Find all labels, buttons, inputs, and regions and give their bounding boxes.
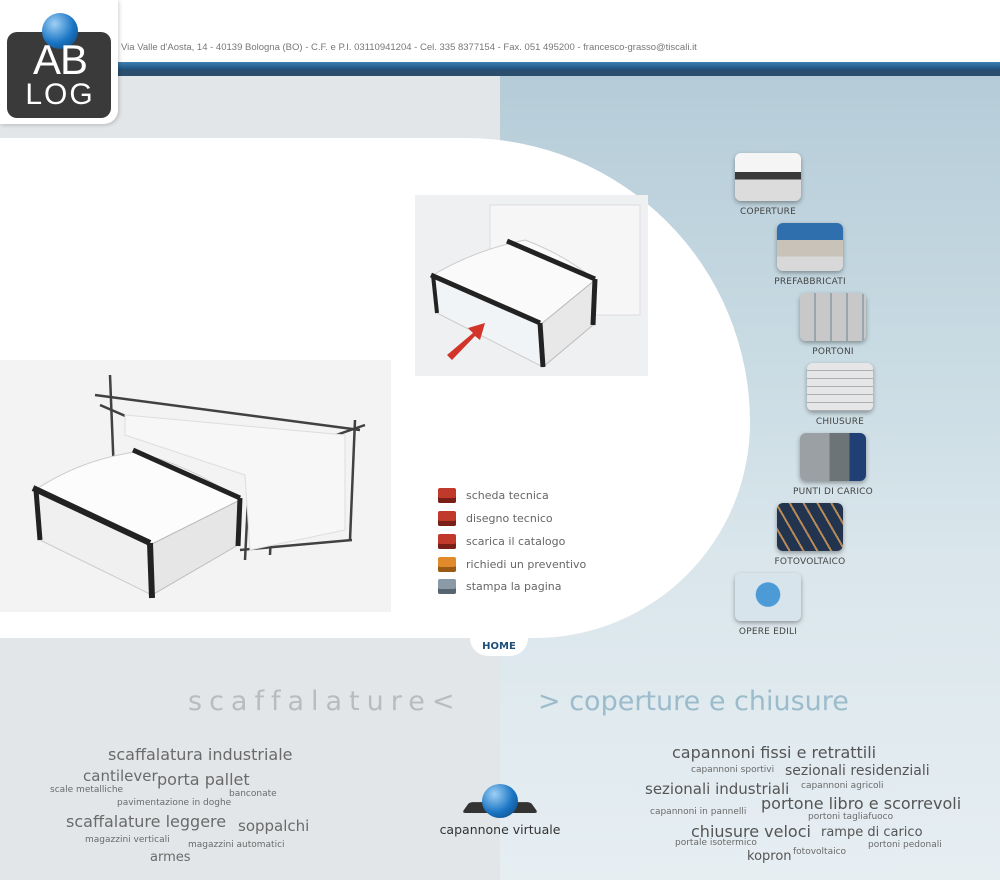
tag-link[interactable]: fotovoltaico <box>793 847 847 857</box>
download-icon <box>438 533 456 549</box>
coperture-thumbnail <box>735 153 801 201</box>
tag-link[interactable]: magazzini automatici <box>188 840 285 850</box>
nav-label: PORTONI <box>812 347 854 357</box>
logo-text-top: AB <box>32 36 88 83</box>
link-label: disegno tecnico <box>466 511 553 525</box>
tag-link[interactable]: capannoni fissi e retrattili <box>672 743 877 762</box>
opere-edili-thumbnail <box>735 573 801 621</box>
portoni-thumbnail <box>800 293 866 341</box>
fotovoltaico-thumbnail <box>777 503 843 551</box>
tag-link[interactable]: kopron <box>747 849 792 864</box>
nav-opere-edili[interactable]: OPERE EDILI <box>693 573 843 637</box>
capannone-globe-icon[interactable] <box>482 784 518 818</box>
link-scarica-catalogo[interactable]: scarica il catalogo <box>438 532 565 550</box>
link-label: scarica il catalogo <box>466 534 566 548</box>
tag-link[interactable]: scaffalatura industriale <box>108 745 293 764</box>
nav-label: PUNTI DI CARICO <box>793 487 873 497</box>
nav-label: COPERTURE <box>740 207 796 217</box>
punti-di-carico-thumbnail <box>800 433 866 481</box>
document-icon <box>438 487 456 503</box>
tag-link[interactable]: capannoni agricoli <box>801 781 884 791</box>
tag-link[interactable]: cantilever <box>83 767 158 785</box>
nav-label: CHIUSURE <box>815 417 865 427</box>
capannone-virtuale-link[interactable]: capannone virtuale <box>439 822 561 837</box>
drawing-icon <box>438 510 456 526</box>
logo[interactable]: AB LOG <box>0 0 118 124</box>
link-label: stampa la pagina <box>466 579 562 593</box>
tag-link[interactable]: chiusure veloci <box>691 822 811 841</box>
tag-link[interactable]: portale isotermico <box>675 838 757 848</box>
tag-link[interactable]: soppalchi <box>238 817 310 835</box>
link-label: richiedi un preventivo <box>466 557 587 571</box>
tag-link[interactable]: magazzini verticali <box>85 835 170 845</box>
tag-link[interactable]: sezionali industriali <box>645 780 790 798</box>
tag-link[interactable]: pavimentazione in doghe <box>117 798 232 808</box>
tag-link[interactable]: capannoni in pannelli <box>650 807 747 817</box>
nav-punti-di-carico[interactable]: PUNTI DI CARICO <box>758 433 908 497</box>
link-richiedi-preventivo[interactable]: richiedi un preventivo <box>438 555 586 573</box>
prefabbricati-thumbnail <box>777 223 843 271</box>
logo-ball-icon <box>42 13 78 49</box>
home-tab[interactable]: HOME <box>470 634 528 656</box>
nav-fotovoltaico[interactable]: FOTOVOLTAICO <box>735 503 885 567</box>
section-title-coperture[interactable]: > coperture e chiusure <box>538 686 849 717</box>
tag-link[interactable]: rampe di carico <box>821 825 923 840</box>
header-bar-dark <box>116 70 1000 76</box>
logo-text-bottom: LOG <box>25 78 95 111</box>
nav-label: FOTOVOLTAICO <box>774 557 846 567</box>
section-title-scaffalature[interactable]: scaffalature< <box>188 686 462 717</box>
nav-chiusure[interactable]: CHIUSURE <box>765 363 915 427</box>
nav-portoni[interactable]: PORTONI <box>758 293 908 357</box>
tag-link[interactable]: portoni pedonali <box>868 840 942 850</box>
company-address: Via Valle d'Aosta, 14 - 40139 Bologna (B… <box>121 42 697 53</box>
home-label: HOME <box>482 641 516 652</box>
tag-link[interactable]: capannoni sportivi <box>691 765 775 775</box>
tag-link[interactable]: portoni tagliafuoco <box>808 812 894 822</box>
tag-link[interactable]: sezionali residenziali <box>785 763 930 779</box>
link-disegno-tecnico[interactable]: disegno tecnico <box>438 509 553 527</box>
checkmark-icon <box>438 556 456 572</box>
tag-link[interactable]: porta pallet <box>157 770 250 789</box>
tag-link[interactable]: scale metalliche <box>50 785 124 795</box>
link-scheda-tecnica[interactable]: scheda tecnica <box>438 486 549 504</box>
hangar-render-image <box>415 195 648 376</box>
nav-prefabbricati[interactable]: PREFABBRICATI <box>735 223 885 287</box>
link-label: scheda tecnica <box>466 488 549 502</box>
print-icon <box>438 578 456 594</box>
chiusure-thumbnail <box>807 363 873 411</box>
tag-link[interactable]: scaffalature leggere <box>66 812 227 831</box>
tag-link[interactable]: banconate <box>229 789 277 799</box>
header-bar <box>116 62 1000 70</box>
hangar-drawing-image <box>0 360 391 612</box>
nav-label: PREFABBRICATI <box>774 277 846 287</box>
tag-link[interactable]: portone libro e scorrevoli <box>761 794 962 813</box>
tag-link[interactable]: armes <box>150 850 191 865</box>
link-stampa-pagina[interactable]: stampa la pagina <box>438 577 562 595</box>
nav-coperture[interactable]: COPERTURE <box>693 153 843 217</box>
nav-label: OPERE EDILI <box>738 627 798 637</box>
